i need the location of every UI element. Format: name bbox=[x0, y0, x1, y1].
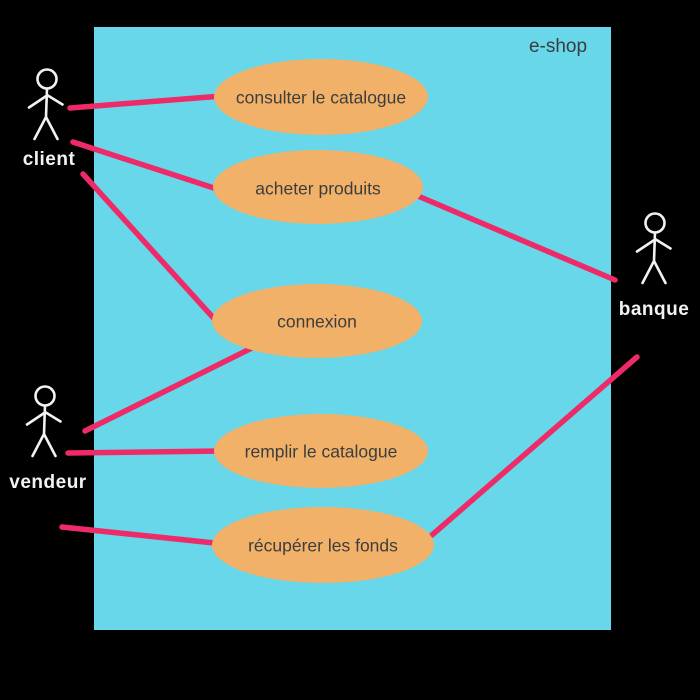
use-case-connexion bbox=[212, 284, 422, 358]
use-case-remplir-le-catalogue bbox=[214, 414, 428, 488]
use-case-recuperer-les-fonds bbox=[212, 507, 434, 583]
vendeur-body bbox=[25, 404, 62, 458]
vendeur-head bbox=[34, 385, 56, 407]
association-vendeur-connexion bbox=[82, 341, 263, 434]
banque-head bbox=[644, 212, 666, 234]
association-recuperer-les-fonds-banque bbox=[429, 354, 640, 538]
client-head bbox=[36, 68, 58, 90]
banque-body bbox=[635, 231, 672, 285]
association-vendeur-remplir-le-catalogue bbox=[65, 448, 225, 456]
association-client-connexion bbox=[80, 171, 221, 326]
association-vendeur-recuperer-les-fonds bbox=[59, 524, 227, 547]
association-client-consulter-le-catalogue bbox=[67, 93, 225, 111]
use-case-acheter-produits bbox=[213, 150, 423, 224]
association-client-acheter-produits bbox=[70, 139, 223, 193]
actor-client-figure bbox=[27, 68, 64, 141]
client-body bbox=[27, 87, 64, 141]
use-case-consulter-le-catalogue bbox=[214, 59, 428, 135]
actor-vendeur-figure bbox=[25, 385, 62, 458]
actor-banque-figure bbox=[635, 212, 672, 285]
association-acheter-produits-banque bbox=[415, 193, 618, 283]
